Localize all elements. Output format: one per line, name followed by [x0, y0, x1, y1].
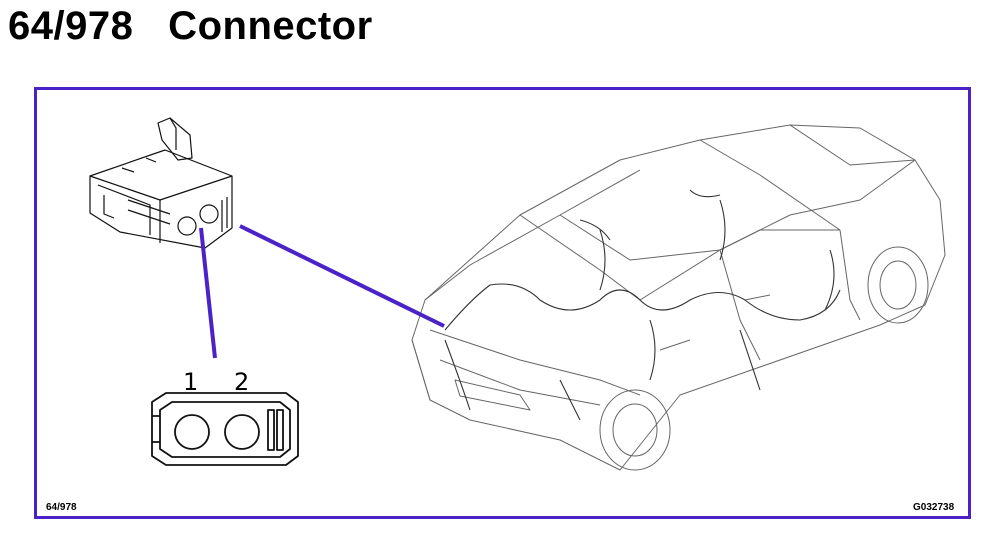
car-illustration [411, 124, 946, 471]
leader-line-to-car [239, 224, 445, 328]
connector-face-view [151, 392, 299, 466]
pin-label-2: 2 [234, 368, 250, 396]
connector-3d-illustration [89, 117, 233, 249]
wiring-harness [444, 189, 841, 421]
pin-label-1: 1 [183, 368, 199, 396]
pin-2-socket [224, 414, 260, 450]
diagram-frame [34, 87, 971, 519]
pin-1-socket [174, 414, 210, 450]
page-title: 64/978 Connector [8, 4, 373, 48]
figure-ref-left: 64/978 [46, 502, 77, 513]
leader-line-to-face-view [199, 227, 217, 359]
figure-ref-right: G032738 [913, 502, 955, 513]
